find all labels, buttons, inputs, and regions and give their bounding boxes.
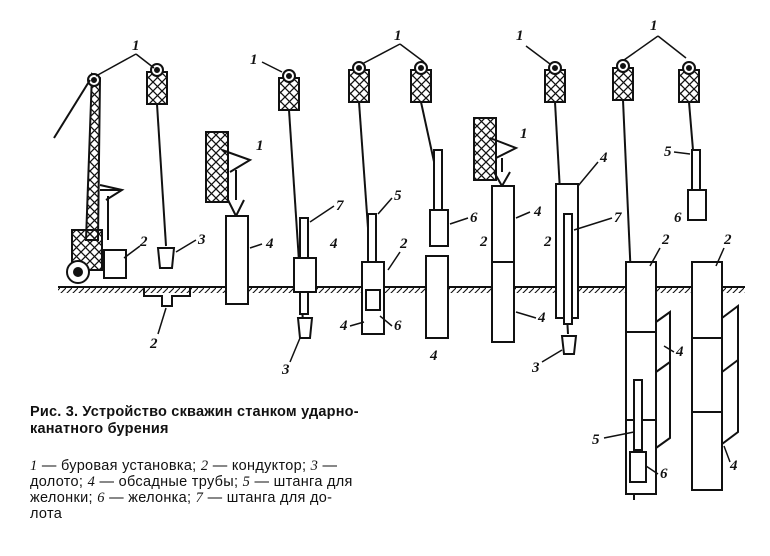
stage-5-bailer-lifting [410,61,449,339]
svg-text:2: 2 [543,234,552,250]
svg-text:7: 7 [336,198,344,214]
svg-text:4: 4 [599,150,608,166]
legend-line-2: долото; 4 — обсадные трубы; 5 — штанга д… [30,474,353,490]
svg-text:1: 1 [516,28,524,44]
svg-text:4: 4 [265,236,274,252]
svg-text:1: 1 [394,28,402,44]
figure-caption: Рис. 3. Устройство скважин станком ударн… [30,404,550,438]
svg-text:4: 4 [537,310,546,326]
svg-text:5: 5 [592,432,600,448]
svg-text:1: 1 [256,138,264,154]
label-3: 3 [197,232,206,248]
caption-line-1: Рис. 3. Устройство скважин станком ударн… [30,404,359,420]
svg-text:5: 5 [394,188,402,204]
svg-text:4: 4 [675,344,684,360]
svg-text:4: 4 [329,236,338,252]
svg-text:4: 4 [533,204,542,220]
svg-text:6: 6 [394,318,402,334]
stage-1-mobile-rig [53,63,191,307]
svg-text:2: 2 [479,234,488,250]
svg-text:6: 6 [660,466,668,482]
svg-text:2: 2 [661,232,670,248]
svg-text:4: 4 [339,318,348,334]
stage-9-final-well [678,61,739,491]
svg-text:4: 4 [729,458,738,474]
svg-text:2: 2 [723,232,732,248]
stage-4-bailing [348,61,385,335]
svg-text:3: 3 [531,360,540,376]
label-2: 2 [139,234,148,250]
svg-text:5: 5 [664,144,672,160]
svg-text:4: 4 [429,348,438,364]
stage-8-deep-casing [612,59,671,500]
svg-text:6: 6 [470,210,478,226]
label-2-conductor: 2 [149,336,158,352]
legend-line-3: желонки; 6 — желонка; 7 — штанга для до- [30,490,333,506]
figure-legend: 1 — буровая установка; 2 — кондуктор; 3 … [30,458,530,522]
svg-text:1: 1 [520,126,528,142]
svg-text:6: 6 [674,210,682,226]
stage-7-deep-drilling [544,61,579,355]
legend-line-1: 1 — буровая установка; 2 — кондуктор; 3 … [30,458,338,474]
svg-text:1: 1 [250,52,258,68]
svg-text:2: 2 [399,236,408,252]
svg-text:7: 7 [614,210,622,226]
stage-6-casing-setting [473,117,519,343]
caption-line-2: канатного бурения [30,421,169,437]
legend-line-4: лота [30,506,63,522]
svg-text:3: 3 [281,362,290,378]
stage-2-casing-lowering [205,131,253,305]
label-1: 1 [132,38,140,54]
stage-3-drilling [278,69,317,339]
svg-text:1: 1 [650,18,658,34]
